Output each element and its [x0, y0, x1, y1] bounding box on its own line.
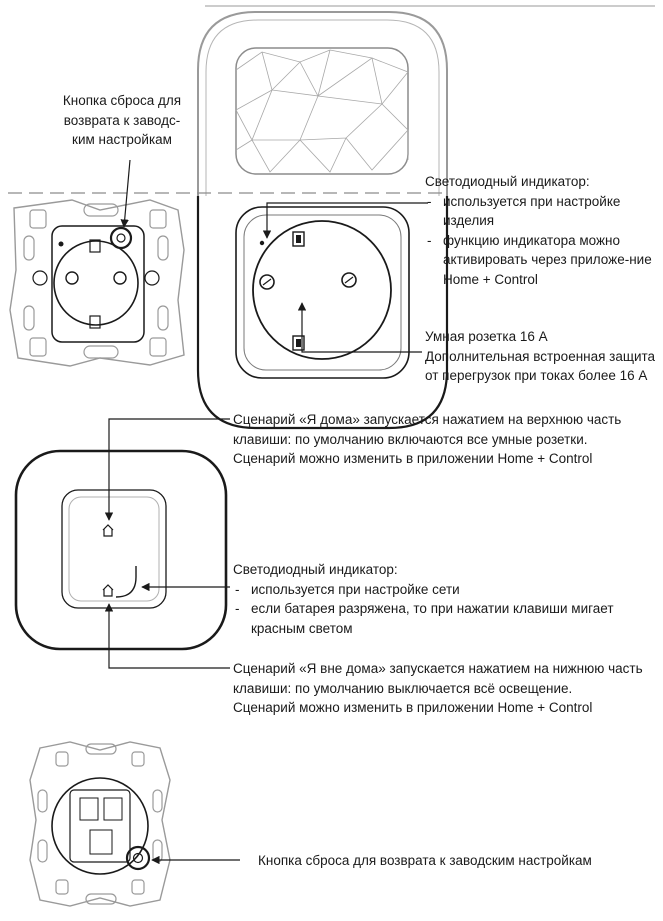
socket-cup: [253, 221, 391, 359]
led-list-item: если батарея разряжена, то при нажатии к…: [233, 599, 658, 638]
led-list: используется при настройке сети если бат…: [233, 580, 658, 639]
home-scenario-callout: Сценарий «Я дома» запускается нажатием н…: [233, 410, 658, 469]
socket-callout: Умная розетка 16 А Дополнительная встрое…: [425, 327, 657, 386]
socket-title: Умная розетка 16 А: [425, 327, 657, 347]
home-scenario-note: Сценарий можно изменить в приложении Hom…: [233, 449, 658, 469]
away-scenario-note: Сценарий можно изменить в приложении Hom…: [233, 698, 658, 718]
reset-label-line: Кнопка сброса для: [42, 91, 202, 111]
led-callout-top: Светодиодный индикатор: используется при…: [425, 172, 657, 289]
wireless-switch-drawing: [16, 451, 226, 649]
led-arrow-top: [267, 203, 428, 238]
switch-frame: [16, 451, 226, 649]
away-scenario-text: Сценарий «Я вне дома» запускается нажати…: [233, 659, 658, 698]
reset-label-line: возврата к заводс-: [42, 111, 202, 131]
away-icon: [103, 585, 113, 596]
socket-arrow: [302, 303, 422, 352]
led-title: Светодиодный индикатор:: [425, 172, 657, 192]
reset-label-top: Кнопка сброса для возврата к заводс- ким…: [42, 91, 202, 150]
led-title: Светодиодный индикатор:: [233, 560, 658, 580]
reset-button-circle: [111, 228, 131, 248]
led-list-item: используется при настройке изделия: [425, 192, 657, 231]
home-arrow: [109, 419, 230, 520]
reset-label-line: ким настройкам: [42, 130, 202, 150]
home-scenario-text: Сценарий «Я дома» запускается нажатием н…: [233, 410, 658, 449]
switch-mechanism-drawing: [30, 742, 170, 906]
led-dot: [260, 241, 264, 245]
reset-label-bottom: Кнопка сброса для возврата к заводским н…: [258, 851, 658, 871]
away-scenario-callout: Сценарий «Я вне дома» запускается нажати…: [233, 659, 658, 718]
socket-mechanism-drawing: [10, 200, 184, 366]
socket-description: Дополнительная встроенная защита от пере…: [425, 347, 657, 386]
home-icon: [103, 525, 113, 536]
led-callout-bottom: Светодиодный индикатор: используется при…: [233, 560, 658, 638]
smart-socket-drawing: [198, 12, 447, 428]
led-list: используется при настройке изделия функц…: [425, 192, 657, 290]
faceted-decor: [236, 48, 408, 174]
led-list-item: функцию индикатора можно активировать че…: [425, 231, 657, 290]
switch-rocker: [62, 490, 166, 608]
led-list-item: используется при настройке сети: [233, 580, 658, 600]
